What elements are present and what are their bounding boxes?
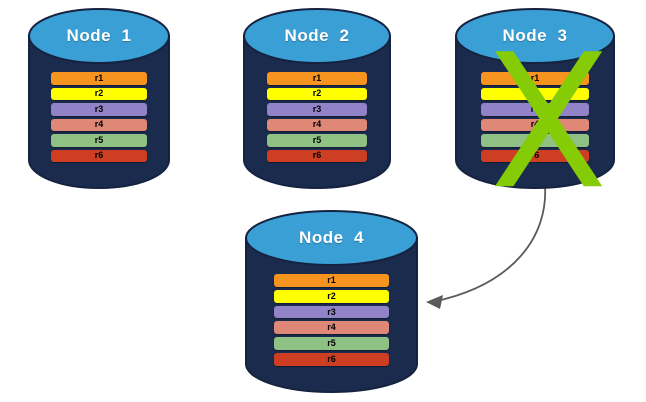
record-bar[interactable]: r2 bbox=[481, 87, 589, 100]
record-label: r2 bbox=[94, 88, 104, 99]
record-label: r4 bbox=[94, 119, 104, 130]
record-label: r2 bbox=[530, 88, 540, 99]
record-label: r5 bbox=[327, 338, 336, 349]
record-label: r3 bbox=[327, 306, 336, 317]
record-label: r6 bbox=[327, 354, 336, 365]
node-4-top-disc bbox=[245, 210, 418, 266]
node-3-title: Node 3 bbox=[502, 26, 568, 45]
record-label: r1 bbox=[312, 72, 322, 83]
record-bar[interactable]: r4 bbox=[267, 118, 367, 131]
record-bar[interactable]: r1 bbox=[274, 274, 389, 287]
record-bar[interactable]: r3 bbox=[267, 103, 367, 116]
record-bar[interactable]: r3 bbox=[51, 103, 147, 116]
node-1-cylinder[interactable]: Node 1 r1 r2 r3 r4 r5 r6 bbox=[28, 8, 170, 189]
record-bar[interactable]: r5 bbox=[481, 134, 589, 147]
record-label: r2 bbox=[327, 290, 336, 301]
record-bar[interactable]: r3 bbox=[274, 305, 389, 319]
node-4-title: Node 4 bbox=[299, 228, 364, 247]
record-label: r1 bbox=[530, 72, 540, 83]
record-label: r5 bbox=[312, 134, 322, 145]
record-label: r6 bbox=[94, 150, 104, 161]
record-label: r3 bbox=[530, 103, 540, 114]
node-2-cylinder[interactable]: Node 2 r1 r2 r3 r4 r5 r6 bbox=[243, 8, 391, 189]
record-label: r1 bbox=[327, 274, 336, 285]
record-label: r3 bbox=[94, 103, 104, 114]
record-label: r6 bbox=[312, 150, 322, 161]
record-bar[interactable]: r2 bbox=[267, 87, 367, 100]
connector-path bbox=[431, 185, 546, 303]
node-1-top-disc bbox=[28, 8, 170, 64]
node-1-title: Node 1 bbox=[66, 26, 132, 45]
record-bar[interactable]: r1 bbox=[267, 72, 367, 85]
record-bar[interactable]: r6 bbox=[51, 149, 147, 162]
record-bar[interactable]: r4 bbox=[274, 321, 389, 335]
node-4-cylinder[interactable]: Node 4 r1 r2 r3 r4 r5 r6 bbox=[245, 210, 418, 393]
record-bar[interactable]: r5 bbox=[267, 134, 367, 147]
node-2-title: Node 2 bbox=[284, 26, 350, 45]
node-1-record-list: r1 r2 r3 r4 r5 r6 bbox=[51, 72, 147, 162]
record-bar[interactable]: r1 bbox=[481, 72, 589, 85]
record-label: r4 bbox=[327, 322, 336, 333]
record-bar[interactable]: r6 bbox=[274, 353, 389, 366]
record-bar[interactable]: r6 bbox=[481, 149, 589, 162]
record-label: r5 bbox=[530, 134, 540, 145]
record-label: r2 bbox=[312, 88, 322, 99]
record-bar[interactable]: r5 bbox=[51, 134, 147, 147]
node-4-record-list: r1 r2 r3 r4 r5 r6 bbox=[274, 274, 389, 366]
record-label: r4 bbox=[312, 119, 322, 130]
record-bar[interactable]: r5 bbox=[274, 337, 389, 351]
record-label: r6 bbox=[530, 150, 540, 161]
record-bar[interactable]: r2 bbox=[274, 289, 389, 303]
record-label: r3 bbox=[312, 103, 322, 114]
connector-arrowhead bbox=[426, 295, 443, 309]
record-bar[interactable]: r2 bbox=[51, 87, 147, 100]
node-2-top-disc bbox=[243, 8, 391, 64]
record-bar[interactable]: r1 bbox=[51, 72, 147, 85]
record-label: r5 bbox=[94, 134, 104, 145]
record-label: r4 bbox=[530, 119, 540, 130]
node-2-record-list: r1 r2 r3 r4 r5 r6 bbox=[267, 72, 367, 162]
record-bar[interactable]: r3 bbox=[481, 103, 589, 116]
record-bar[interactable]: r4 bbox=[481, 118, 589, 131]
record-label: r1 bbox=[94, 72, 104, 83]
node-3-cylinder[interactable]: Node 3 r1 r2 r3 r4 r5 r6 bbox=[455, 8, 615, 189]
record-bar[interactable]: r6 bbox=[267, 149, 367, 162]
record-bar[interactable]: r4 bbox=[51, 118, 147, 131]
node-3-record-list: r1 r2 r3 r4 r5 r6 bbox=[481, 72, 589, 162]
